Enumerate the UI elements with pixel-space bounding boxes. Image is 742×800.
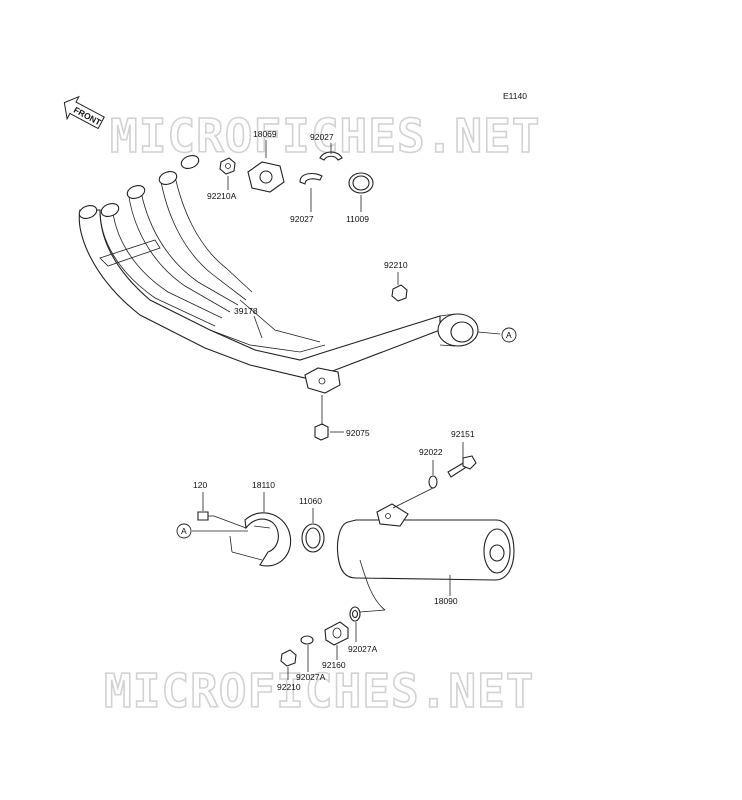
label-92210A: 92210A (207, 191, 237, 201)
label-11009: 11009 (346, 214, 369, 224)
front-arrow-icon: FRONT (63, 95, 105, 130)
retainer-92027-bottom (299, 172, 323, 185)
label-92075: 92075 (346, 428, 370, 438)
diagram-code: E1140 (503, 91, 527, 101)
muffler-18090 (336, 503, 515, 611)
label-120: 120 (193, 480, 207, 490)
washer-92027A-bottom (300, 635, 314, 645)
grommet-92075 (314, 423, 329, 441)
label-92027-top: 92027 (310, 132, 334, 142)
label-39178: 39178 (234, 306, 258, 316)
label-18069: 18069 (253, 129, 277, 139)
nut-92210-bottom (280, 649, 297, 667)
label-92210-right: 92210 (384, 260, 408, 270)
ref-marker-a-left: A (176, 523, 192, 539)
leader-lines-upper (227, 140, 501, 433)
part-labels: 18069 92027 92210A 92027 11009 92210 391… (193, 129, 475, 692)
heat-shield-18110 (244, 512, 292, 567)
label-18090: 18090 (434, 596, 458, 606)
leader-lines-lower (192, 442, 464, 680)
gasket-18069 (247, 161, 285, 193)
washer-92027A-right (349, 606, 361, 622)
label-18110: 18110 (252, 480, 275, 490)
screw-120 (197, 511, 214, 521)
collar-92160 (324, 621, 349, 646)
bolt-92151 (447, 455, 477, 478)
gasket-11060 (301, 523, 325, 553)
ref-marker-a-left-label: A (181, 526, 187, 536)
label-92027-bottom: 92027 (290, 214, 314, 224)
exhaust-header-pipes (78, 155, 479, 394)
label-92210-bottom: 92210 (277, 682, 301, 692)
gasket-11009 (348, 172, 374, 194)
washer-92022 (428, 475, 438, 489)
ref-marker-a-top-label: A (506, 330, 512, 340)
label-92160: 92160 (322, 660, 346, 670)
label-92027A-right: 92027A (348, 644, 378, 654)
ref-marker-a-top: A (501, 327, 517, 343)
label-92022: 92022 (419, 447, 443, 457)
label-92151: 92151 (451, 429, 475, 439)
retainer-92027-top (319, 151, 343, 161)
nut-92210-right (391, 284, 408, 302)
watermark-bottom: MICROFICHES.NET (104, 664, 534, 718)
label-92027A-bottom: 92027A (296, 672, 326, 682)
nut-92210A (219, 157, 236, 175)
label-11060: 11060 (299, 496, 322, 506)
